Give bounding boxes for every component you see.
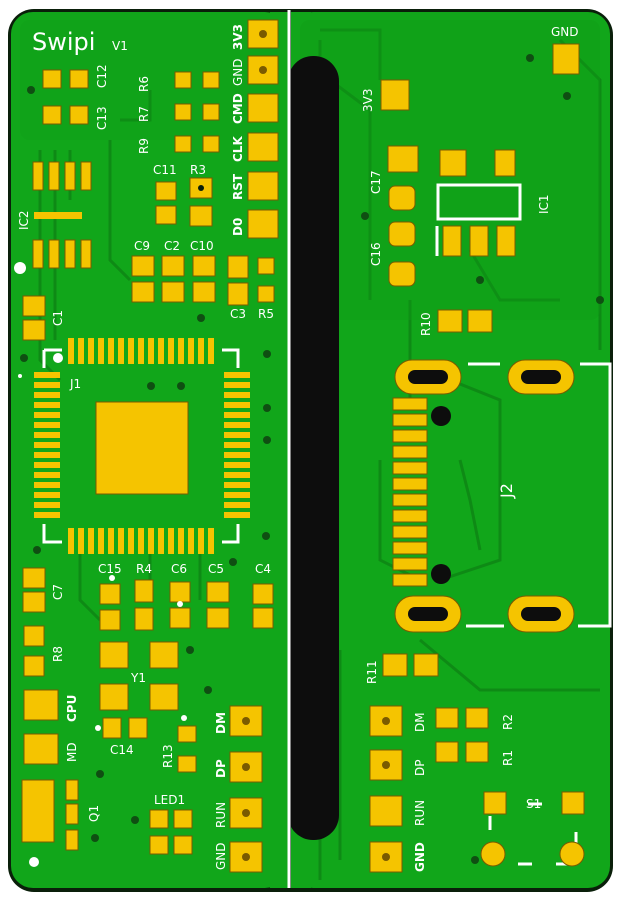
pin-label-rst: RST: [231, 173, 245, 200]
label-c2: C2: [164, 239, 180, 253]
label-r6: R6: [137, 76, 151, 92]
label-led1: LED1: [154, 793, 185, 807]
board-title: Swipi: [32, 28, 95, 56]
label-q1: Q1: [87, 805, 101, 822]
label-r8: R8: [51, 646, 65, 662]
label-c6: C6: [171, 562, 187, 576]
label-c17: C17: [369, 170, 383, 194]
bl-pin-run: RUN: [214, 802, 228, 828]
label-c11: C11: [153, 163, 177, 177]
label-r13: R13: [161, 744, 175, 768]
br-pin-dp: DP: [413, 760, 427, 776]
label-c14: C14: [110, 743, 134, 757]
ic2-chip: [32, 161, 92, 269]
s1-outline: [488, 802, 578, 866]
label-md: MD: [65, 742, 79, 762]
pin-label-d0: D0: [231, 218, 245, 236]
label-r10: R10: [419, 312, 433, 336]
label-c10: C10: [190, 239, 214, 253]
j2-connector: [392, 359, 612, 633]
label-r4: R4: [136, 562, 152, 576]
board-version: V1: [112, 39, 128, 53]
pin-label-gnd: GND: [231, 58, 245, 86]
left-header: [247, 19, 279, 239]
bl-pin-gnd: GND: [214, 842, 228, 870]
br-pin-run: RUN: [413, 800, 427, 826]
label-c13: C13: [95, 106, 109, 130]
label-c5: C5: [208, 562, 224, 576]
center-slot: [288, 56, 339, 840]
label-r1: R1: [501, 750, 515, 766]
label-r11: R11: [365, 660, 379, 684]
label-3v3-right: 3V3: [361, 89, 375, 112]
label-c15: C15: [98, 562, 122, 576]
label-ic2: IC2: [17, 210, 31, 230]
label-c12: C12: [95, 64, 109, 88]
label-c7: C7: [51, 584, 65, 600]
label-c1: C1: [51, 310, 65, 326]
label-r3: R3: [190, 163, 206, 177]
label-r7: R7: [137, 106, 151, 122]
pin-label-cmd: CMD: [231, 93, 245, 124]
label-j2: J2: [497, 483, 516, 499]
label-cpu: CPU: [65, 695, 79, 722]
j1-chip: [34, 338, 250, 554]
pin-label-clk: CLK: [231, 136, 245, 162]
ic1-outline: [436, 183, 522, 221]
label-y1: Y1: [130, 671, 146, 685]
label-c16: C16: [369, 242, 383, 266]
vias: [20, 54, 604, 864]
label-gnd-top: GND: [551, 25, 579, 39]
label-c3: C3: [230, 307, 246, 321]
bl-pin-dm: DM: [214, 712, 228, 734]
label-r5: R5: [258, 307, 274, 321]
label-r9: R9: [137, 138, 151, 154]
bl-pin-dp: DP: [214, 759, 228, 778]
label-c9: C9: [134, 239, 150, 253]
br-pin-gnd: GND: [413, 842, 427, 872]
br-pin-dm: DM: [413, 712, 427, 732]
label-ic1: IC1: [537, 194, 551, 214]
label-j1: J1: [69, 377, 81, 391]
label-s1: S1: [526, 797, 541, 811]
pin-label-3v3: 3V3: [231, 24, 245, 50]
label-c4: C4: [255, 562, 271, 576]
label-r2: R2: [501, 714, 515, 730]
